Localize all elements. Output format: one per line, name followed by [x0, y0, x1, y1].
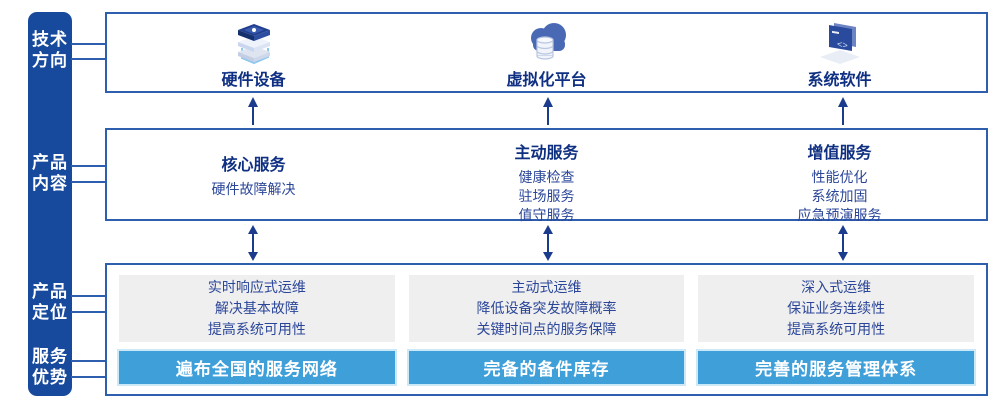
- cloud-database-icon: [522, 17, 572, 65]
- positioning-advantage-box: 实时响应式运维 解决基本故障 提高系统可用性 遍布全国的服务网络 主动式运维 降…: [105, 263, 988, 396]
- connector-line: [71, 360, 107, 362]
- tech-label-system-software: 系统软件: [807, 72, 872, 89]
- service-item: 应急预演服务: [797, 207, 882, 223]
- up-arrow-icon: [838, 97, 848, 125]
- sidebar-label-tech-direction: 技术方向: [32, 30, 68, 70]
- positioning-line: 保证业务连续性: [787, 300, 886, 316]
- up-arrow-icon: [248, 97, 258, 125]
- positioning-line: 提高系统可用性: [787, 321, 886, 337]
- service-item: 驻场服务: [518, 188, 575, 204]
- up-arrow-icon: [543, 97, 553, 125]
- positioning-line: 实时响应式运维: [207, 279, 306, 295]
- positioning-line: 关键时间点的服务保障: [476, 321, 617, 337]
- bottom-col-indepth: 深入式运维 保证业务连续性 提高系统可用性 完善的服务管理体系: [696, 275, 977, 386]
- sidebar-label-product-content: 产品内容: [32, 153, 68, 193]
- service-title: 主动服务: [514, 145, 579, 162]
- service-item: 性能优化: [811, 169, 868, 185]
- server-stack-icon: [229, 17, 279, 65]
- sidebar-label-product-positioning: 产品定位: [32, 282, 68, 322]
- tech-item-virtualization: 虚拟化平台: [400, 14, 693, 91]
- advantage-bar: 完备的备件库存: [406, 349, 687, 386]
- connector-line: [71, 311, 107, 313]
- positioning-box: 主动式运维 降低设备突发故障概率 关键时间点的服务保障: [408, 275, 685, 342]
- tech-label-virtualization: 虚拟化平台: [506, 72, 587, 89]
- positioning-line: 主动式运维: [511, 279, 582, 295]
- advantage-bar: 遍布全国的服务网络: [117, 349, 397, 386]
- positioning-line: 降低设备突发故障概率: [476, 300, 617, 316]
- tech-item-hardware: 硬件设备: [107, 14, 400, 91]
- double-arrow-icon: [543, 225, 553, 261]
- service-item: 系统加固: [811, 188, 868, 204]
- product-content-box: 核心服务 硬件故障解决 主动服务 健康检查 驻场服务 值守服务 增值服务 性能优…: [105, 128, 988, 223]
- connector-line: [71, 165, 107, 167]
- service-col-active: 主动服务 健康检查 驻场服务 值守服务: [400, 130, 693, 223]
- positioning-box: 深入式运维 保证业务连续性 提高系统可用性: [698, 275, 975, 342]
- double-arrow-icon: [838, 225, 848, 261]
- service-title: 核心服务: [221, 156, 286, 174]
- connector-line: [71, 43, 107, 45]
- advantage-bar: 完善的服务管理体系: [696, 349, 977, 386]
- tech-item-system-software: <> 系统软件: [693, 14, 986, 91]
- double-arrow-icon: [248, 225, 258, 261]
- service-item: 硬件故障解决: [211, 180, 296, 197]
- connector-line: [71, 295, 107, 297]
- sidebar-label-service-advantage: 服务优势: [32, 347, 68, 387]
- positioning-line: 解决基本故障: [214, 300, 299, 316]
- service-item: 值守服务: [518, 207, 575, 223]
- connector-line: [71, 376, 107, 378]
- bottom-col-proactive: 主动式运维 降低设备突发故障概率 关键时间点的服务保障 完备的备件库存: [406, 275, 687, 386]
- code-window-icon: <>: [815, 17, 865, 65]
- service-col-core: 核心服务 硬件故障解决: [107, 130, 400, 219]
- tech-direction-box: 硬件设备 虚拟化平台: [105, 12, 988, 93]
- positioning-line: 提高系统可用性: [207, 321, 306, 337]
- service-title: 增值服务: [807, 145, 872, 162]
- bottom-col-realtime: 实时响应式运维 解决基本故障 提高系统可用性 遍布全国的服务网络: [117, 275, 397, 386]
- svg-text:<>: <>: [837, 39, 848, 52]
- connector-line: [71, 58, 107, 60]
- positioning-line: 深入式运维: [801, 279, 872, 295]
- service-col-value-added: 增值服务 性能优化 系统加固 应急预演服务: [693, 130, 986, 223]
- service-item: 健康检查: [518, 169, 575, 185]
- connector-line: [71, 181, 107, 183]
- positioning-box: 实时响应式运维 解决基本故障 提高系统可用性: [119, 275, 395, 342]
- sidebar: [28, 12, 72, 396]
- tech-label-hardware: 硬件设备: [221, 72, 286, 89]
